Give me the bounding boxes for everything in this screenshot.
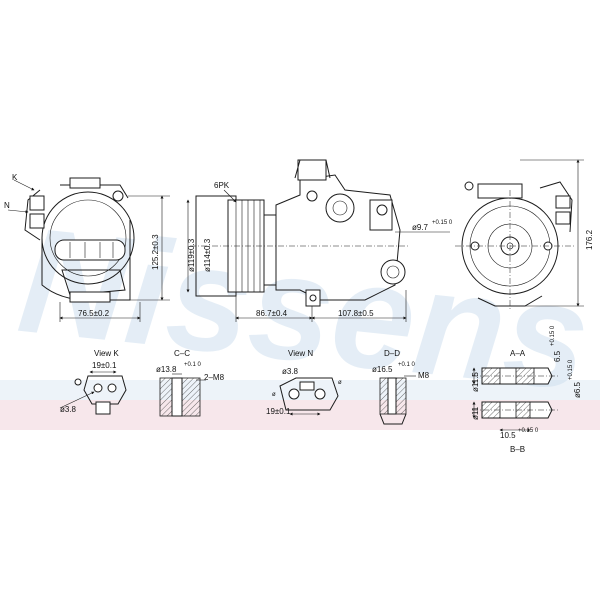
view-k-dia: ø3.8	[60, 405, 77, 414]
cc-title: C–C	[174, 349, 190, 358]
dim-107: 107.8±0.5	[338, 309, 374, 318]
dim-119: ø119±0.3	[187, 238, 196, 272]
aa-6-5a: 6.5	[553, 350, 562, 362]
dd-dia: ø16.5	[372, 365, 393, 374]
view-n-marker: N	[4, 201, 10, 210]
dd-thread: M8	[418, 371, 430, 380]
view-n-19: 19±0.1	[266, 407, 291, 416]
view-n-dia: ø3.8	[282, 367, 299, 376]
detail-view-k: View K 19±0.1 ø3.8	[59, 349, 127, 415]
dd-title: D–D	[384, 349, 400, 358]
view-n-arrow-left: ø	[272, 392, 276, 398]
dd-dia-tol: +0.1 0	[398, 362, 416, 368]
aa-11-5: ø11.5	[471, 372, 480, 392]
aa-title: A–A	[510, 349, 526, 358]
view-k-title: View K	[94, 349, 119, 358]
dim-176: 176.2	[585, 229, 594, 250]
dim-86: 86.7±0.4	[256, 309, 288, 318]
view-k-19: 19±0.1	[92, 361, 117, 370]
dim-76: 76.5±0.2	[78, 309, 110, 318]
detail-section-aa: A–A ø11.5 6.5 +0.15 0 ø6.5 +0.15 0	[471, 325, 582, 398]
dim-114: ø114±0.3	[203, 238, 212, 272]
aa-6-5b-tol: +0.15 0	[568, 359, 574, 380]
cc-dia: ø13.8	[156, 365, 177, 374]
view-n-title: View N	[288, 349, 313, 358]
front-view-middle: 6PK ø119±0.3 ø114±0.3 86.7±0.4 107.8±0.5…	[186, 159, 453, 322]
cc-dia-tol: +0.1 0	[184, 362, 202, 368]
end-view-right: 176.2	[455, 159, 594, 310]
detail-section-dd: D–D ø16.5 +0.1 0 M8	[372, 349, 430, 425]
bb-10-5: 10.5	[500, 431, 516, 440]
cc-thread: 2–M8	[204, 373, 225, 382]
aa-6-5b: ø6.5	[573, 381, 582, 398]
belt-label: 6PK	[214, 181, 230, 190]
view-n-arrow-right: ø	[338, 380, 342, 386]
detail-section-cc: C–C ø13.8 +0.1 0 2–M8	[156, 349, 225, 417]
detail-section-bb: ø11 10.5 +0.15 0 B–B	[471, 401, 560, 454]
bb-11: ø11	[471, 406, 480, 420]
detail-view-n: View N ø3.8 ø ø 19±0.1	[266, 349, 342, 416]
dim-9-7: ø9.7	[412, 223, 429, 232]
bb-10-5-tol: +0.15 0	[518, 428, 539, 434]
bb-title: B–B	[510, 445, 525, 454]
aa-6-5a-tol: +0.15 0	[550, 325, 556, 346]
view-k-marker: K	[12, 173, 18, 182]
dim-9-7-tol: +0.15 0	[432, 220, 453, 226]
dim-125: 125.2±0.3	[151, 234, 160, 270]
side-view-left: K N 125.2±0.3 76.5±0.2	[4, 173, 170, 322]
